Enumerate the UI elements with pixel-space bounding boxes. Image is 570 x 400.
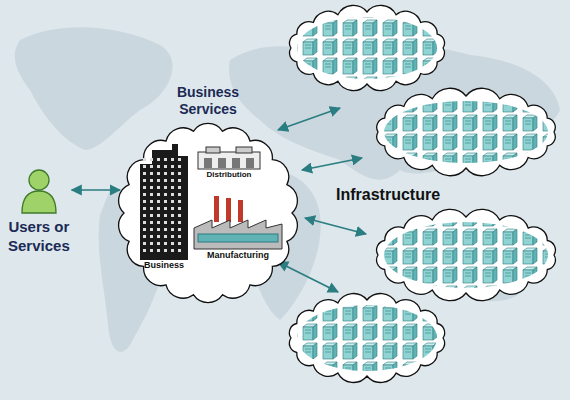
manufacturing-factory: Manufacturing [192, 194, 284, 260]
server-cloud [289, 294, 444, 383]
infrastructure-clouds [289, 5, 555, 382]
user-icon [19, 168, 59, 214]
business-cloud: Business ServicesBusiness DistributionMan… [112, 84, 304, 306]
infrastructure-label: Infrastructure [336, 186, 440, 204]
server-cloud [377, 88, 556, 175]
user-node: Users or Services [8, 168, 70, 256]
factory-icon [192, 194, 284, 250]
server-cloud [290, 5, 445, 90]
distribution-icon [196, 146, 262, 170]
distribution-building: Distribution [196, 146, 262, 179]
node-label: Distribution [196, 170, 262, 179]
server-icons [378, 217, 554, 293]
server-icons [291, 12, 443, 84]
connector-arrow [72, 189, 120, 191]
business-building: Business [138, 144, 190, 270]
server-icons [378, 96, 554, 168]
node-label: Business Services [158, 84, 258, 118]
node-label: Users or Services [8, 218, 70, 256]
world-map [15, 27, 560, 352]
building-icon [138, 144, 190, 260]
node-label: Manufacturing [192, 250, 284, 260]
server-cloud [377, 209, 556, 300]
node-label: Business [138, 260, 190, 270]
server-icons [291, 300, 443, 376]
